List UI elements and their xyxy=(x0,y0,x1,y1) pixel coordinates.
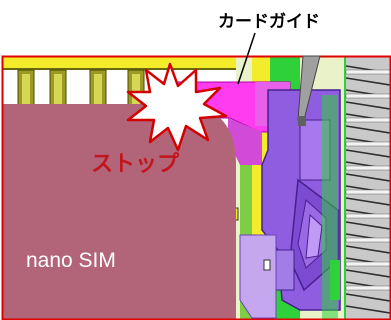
stop-label: ストップ xyxy=(91,152,180,177)
card-guide-label: カードガイド xyxy=(218,12,320,32)
housing-top xyxy=(2,56,252,70)
leader-line xyxy=(237,32,321,126)
collision-burst-icon xyxy=(126,62,228,152)
nano-sim-card xyxy=(2,104,236,320)
coil-spring xyxy=(344,56,391,320)
mechanism xyxy=(209,89,341,320)
nano-sim-label: nano SIM xyxy=(26,249,116,272)
